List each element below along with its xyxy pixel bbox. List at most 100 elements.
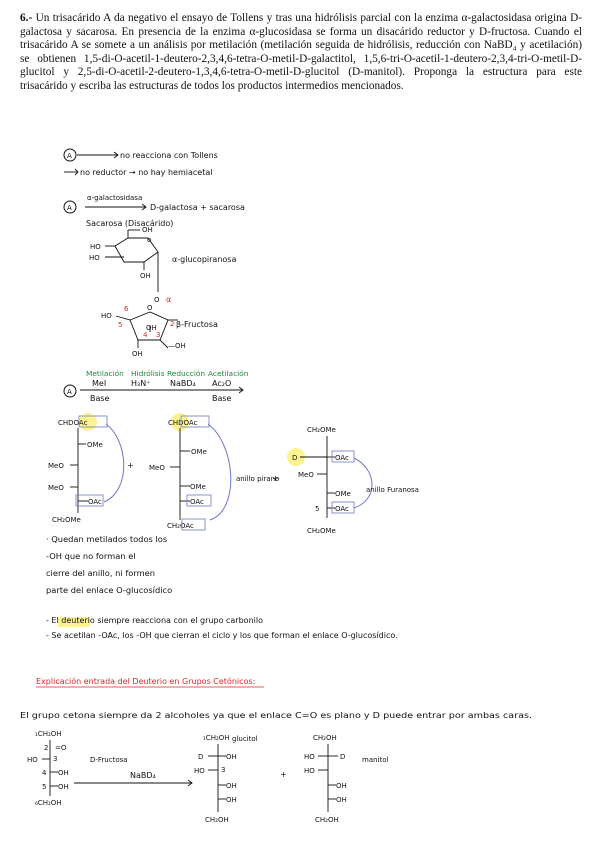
deuterio-note: - El deuterio siempre reacciona con el g… <box>46 616 263 625</box>
svg-text:OH: OH <box>226 753 237 761</box>
sacarosa-text: Sacarosa (Disacárido) <box>86 219 173 228</box>
acetilan-note: - Se acetilan -OAc, los -OH que cierran … <box>46 631 398 640</box>
explicacion-heading: Explicación entrada del Deuterio en Grup… <box>36 676 255 686</box>
step-label-acetilacion: Acetilación <box>208 369 249 378</box>
svg-text:5: 5 <box>315 505 319 513</box>
svg-text:HO: HO <box>194 767 205 775</box>
glucitol-label: glucitol <box>232 735 258 743</box>
glucitol-structure: CHDOAc OMe MeO OMe OAc CH₂OAc <box>149 415 232 531</box>
svg-text:O: O <box>154 296 160 304</box>
svg-text:OMe: OMe <box>190 483 206 491</box>
svg-text:CH₂OAc: CH₂OAc <box>167 522 194 530</box>
reagent-mei: MeI <box>92 379 106 388</box>
a-circle-icon <box>63 384 77 398</box>
svg-text:5: 5 <box>118 321 122 329</box>
nabd4-label: NaBD₄ <box>130 771 156 780</box>
problem-number: 6.- <box>20 12 33 24</box>
svg-text:OMe: OMe <box>87 441 103 449</box>
svg-text:HO: HO <box>90 243 101 251</box>
svg-text:MeO: MeO <box>48 484 64 492</box>
anillo-pirano-label: anillo pirano <box>236 475 279 483</box>
quedan-note: · Quedan metilados todos los -OH que no … <box>46 531 172 599</box>
svg-text:2: 2 <box>170 320 174 328</box>
svg-text:OH: OH <box>336 796 347 804</box>
svg-text:HO: HO <box>304 753 315 761</box>
svg-text:₁CH₂OH: ₁CH₂OH <box>203 734 230 742</box>
svg-text:CH₂OH: CH₂OH <box>205 816 229 824</box>
svg-text:MeO: MeO <box>48 462 64 470</box>
fructofuranose-structure <box>115 311 178 349</box>
svg-text:OH: OH <box>132 350 143 358</box>
reagent-nabd4: NaBD₄ <box>170 379 196 388</box>
svg-text:D: D <box>340 753 345 761</box>
a-label: A <box>67 204 72 212</box>
svg-text:OH: OH <box>226 782 237 790</box>
no-reductor-text: no reductor → no hay hemiacetal <box>80 168 212 177</box>
svg-text:OMe: OMe <box>335 490 351 498</box>
problem-statement: 6.- Un trisacárido A da negativo el ensa… <box>20 12 582 94</box>
alpha-label: α <box>166 295 171 304</box>
svg-text:+: + <box>127 461 134 470</box>
svg-text:CH₂OH: CH₂OH <box>315 816 339 824</box>
svg-text:=O: =O <box>55 744 67 752</box>
svg-text:CHDOAc: CHDOAc <box>58 419 88 427</box>
svg-text:MeO: MeO <box>298 471 314 479</box>
svg-text:OH: OH <box>140 272 151 280</box>
svg-text:OAc: OAc <box>335 505 349 513</box>
a-circle-icon <box>63 200 77 214</box>
quedan-line-4: parte del enlace O-glucosídico <box>46 585 173 595</box>
quedan-line-3: cierre del anillo, ni formen <box>46 568 156 578</box>
svg-text:₆CH₂OH: ₆CH₂OH <box>35 799 62 807</box>
svg-text:5: 5 <box>42 783 46 791</box>
svg-text:2: 2 <box>44 744 48 752</box>
glucopyranose-structure <box>105 229 159 292</box>
problem-text: Un trisacárido A da negativo el ensayo d… <box>20 12 582 92</box>
manitol-fischer-structure: CH₂OH HO D HO OH OH CH₂OH <box>304 734 347 824</box>
svg-text:HO: HO <box>27 756 38 764</box>
svg-text:3: 3 <box>156 331 160 339</box>
svg-text:3: 3 <box>221 766 225 774</box>
base-text: Base <box>212 394 232 403</box>
svg-text:+: + <box>272 474 279 483</box>
galactitol-structure: CHDOAc OMe MeO MeO OAc CH₂OMe <box>48 415 125 524</box>
no-tollens-text: no reacciona con Tollens <box>120 151 218 160</box>
manitol-label: manitol <box>362 756 389 764</box>
svg-text:CH₂OMe: CH₂OMe <box>52 516 81 524</box>
svg-text:6: 6 <box>124 305 129 313</box>
svg-text:D: D <box>198 753 203 761</box>
glucitol-fischer-structure: ₁CH₂OH D OH HO 3 OH OH CH₂OH <box>194 734 237 824</box>
beta-fructosa-label: β-Fructosa <box>176 320 218 329</box>
quedan-line-2: -OH que no forman el <box>46 551 136 561</box>
base-text: Base <box>90 394 110 403</box>
fructose-fischer-structure: ₁CH₂OH 2=O HO 3 OH 4 OH 5 ₆CH₂OH <box>27 730 69 807</box>
svg-text:₁CH₂OH: ₁CH₂OH <box>35 730 62 738</box>
highlights <box>58 413 305 627</box>
svg-text:O: O <box>147 304 153 312</box>
svg-text:OH: OH <box>58 783 69 791</box>
svg-text:OMe: OMe <box>191 448 207 456</box>
svg-text:OAc: OAc <box>190 498 204 506</box>
svg-text:CH₂OMe: CH₂OMe <box>307 527 336 535</box>
quedan-line-1: · Quedan metilados todos los <box>46 534 168 544</box>
a-label: A <box>67 152 72 160</box>
step-label-reduccion: Reducción <box>167 369 205 378</box>
alpha-galactosidasa-text: α-galactosidasa <box>87 194 142 202</box>
svg-text:o: o <box>147 236 151 244</box>
step-label-metilacion: Metilación <box>86 369 124 378</box>
svg-text:MeO: MeO <box>149 464 165 472</box>
d-fructosa-label: D-Fructosa <box>90 756 128 764</box>
svg-text:HO: HO <box>101 312 112 320</box>
svg-text:4: 4 <box>42 769 47 777</box>
svg-text:OAc: OAc <box>335 454 349 462</box>
svg-text:—OH: —OH <box>168 342 186 350</box>
svg-text:OH: OH <box>146 324 157 332</box>
cetona-explanation: El grupo cetona siempre da 2 alcoholes y… <box>20 711 532 720</box>
a-circle-icon <box>63 148 77 162</box>
reagent-ac2o: Ac₂O <box>212 379 231 388</box>
svg-text:OH: OH <box>336 782 347 790</box>
step-label-hidrolisis: Hidrólisis <box>131 369 165 378</box>
svg-text:HO: HO <box>89 254 100 262</box>
svg-text:D: D <box>292 454 297 462</box>
svg-text:OH: OH <box>226 796 237 804</box>
